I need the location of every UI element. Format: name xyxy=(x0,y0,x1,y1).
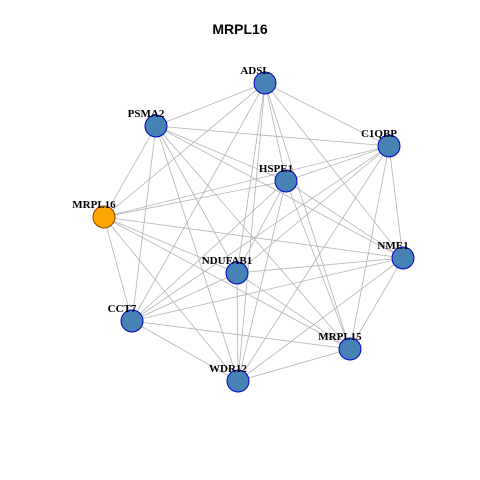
node-label-adsl: ADSL xyxy=(240,65,269,77)
node-psma2 xyxy=(144,114,168,138)
edge-psma2-nme1 xyxy=(155,125,404,259)
node-label-hspe1: HSPE1 xyxy=(259,163,293,175)
node-label-ndufab1: NDUFAB1 xyxy=(202,255,253,267)
edge-adsl-mrpl15 xyxy=(264,82,351,350)
node-label-mrpl16: MRPL16 xyxy=(72,199,116,211)
edge-adsl-mrpl16 xyxy=(103,82,266,218)
edge-mrpl16-mrpl15 xyxy=(103,216,351,350)
edge-adsl-cct7 xyxy=(131,82,266,322)
edge-c1qbp-hspe1 xyxy=(285,145,390,182)
node-label-cct7: CCT7 xyxy=(108,303,137,315)
edge-adsl-wdr12 xyxy=(237,82,266,382)
node-adsl xyxy=(253,71,277,95)
node-label-wdr12: WDR12 xyxy=(209,363,247,375)
edge-mrpl16-cct7 xyxy=(103,216,133,322)
edge-adsl-c1qbp xyxy=(264,82,390,147)
node-layer xyxy=(92,71,415,393)
edge-ndufab1-wdr12 xyxy=(236,272,239,382)
node-wdr12 xyxy=(226,369,250,393)
node-c1qbp xyxy=(377,134,401,158)
edge-psma2-c1qbp xyxy=(155,125,390,147)
edge-hspe1-nme1 xyxy=(285,180,404,259)
node-mrpl15 xyxy=(338,337,362,361)
edge-psma2-ndufab1 xyxy=(155,125,238,274)
node-label-psma2: PSMA2 xyxy=(128,108,165,120)
node-cct7 xyxy=(120,309,144,333)
node-mrpl16 xyxy=(92,205,116,229)
edge-nme1-ndufab1 xyxy=(236,257,404,274)
node-ndufab1 xyxy=(225,261,249,285)
edge-psma2-mrpl16 xyxy=(103,125,157,218)
edge-c1qbp-wdr12 xyxy=(237,145,390,382)
edge-c1qbp-nme1 xyxy=(388,145,404,259)
edge-ndufab1-cct7 xyxy=(131,272,238,322)
node-nme1 xyxy=(391,246,415,270)
edge-mrpl15-wdr12 xyxy=(237,348,351,382)
edge-nme1-cct7 xyxy=(131,257,404,322)
edge-adsl-hspe1 xyxy=(264,82,287,182)
edge-adsl-ndufab1 xyxy=(236,82,266,274)
edge-cct7-wdr12 xyxy=(131,320,239,382)
edge-ndufab1-mrpl15 xyxy=(236,272,351,350)
edge-cct7-mrpl15 xyxy=(131,320,351,350)
edge-adsl-psma2 xyxy=(155,82,266,127)
edge-mrpl16-wdr12 xyxy=(103,216,239,382)
edge-hspe1-cct7 xyxy=(131,180,287,322)
edge-mrpl16-ndufab1 xyxy=(103,216,238,274)
edge-layer xyxy=(103,82,404,382)
edge-hspe1-mrpl16 xyxy=(103,180,287,218)
edge-psma2-wdr12 xyxy=(155,125,239,382)
edge-hspe1-ndufab1 xyxy=(236,180,287,274)
edge-c1qbp-ndufab1 xyxy=(236,145,390,274)
edge-c1qbp-cct7 xyxy=(131,145,390,322)
node-hspe1 xyxy=(274,169,298,193)
edge-adsl-nme1 xyxy=(264,82,404,259)
node-label-c1qbp: C1QBP xyxy=(361,128,397,140)
edge-c1qbp-mrpl15 xyxy=(349,145,390,350)
node-label-mrpl15: MRPL15 xyxy=(318,331,362,343)
edge-psma2-hspe1 xyxy=(155,125,287,182)
edge-psma2-cct7 xyxy=(131,125,157,322)
figure-title: MRPL16 xyxy=(212,21,268,37)
edge-mrpl16-nme1 xyxy=(103,216,404,259)
edge-hspe1-wdr12 xyxy=(237,180,287,382)
edge-nme1-wdr12 xyxy=(237,257,404,382)
node-label-nme1: NME1 xyxy=(377,240,408,252)
edge-hspe1-mrpl15 xyxy=(285,180,351,350)
edge-c1qbp-mrpl16 xyxy=(103,145,390,218)
edge-nme1-mrpl15 xyxy=(349,257,404,350)
